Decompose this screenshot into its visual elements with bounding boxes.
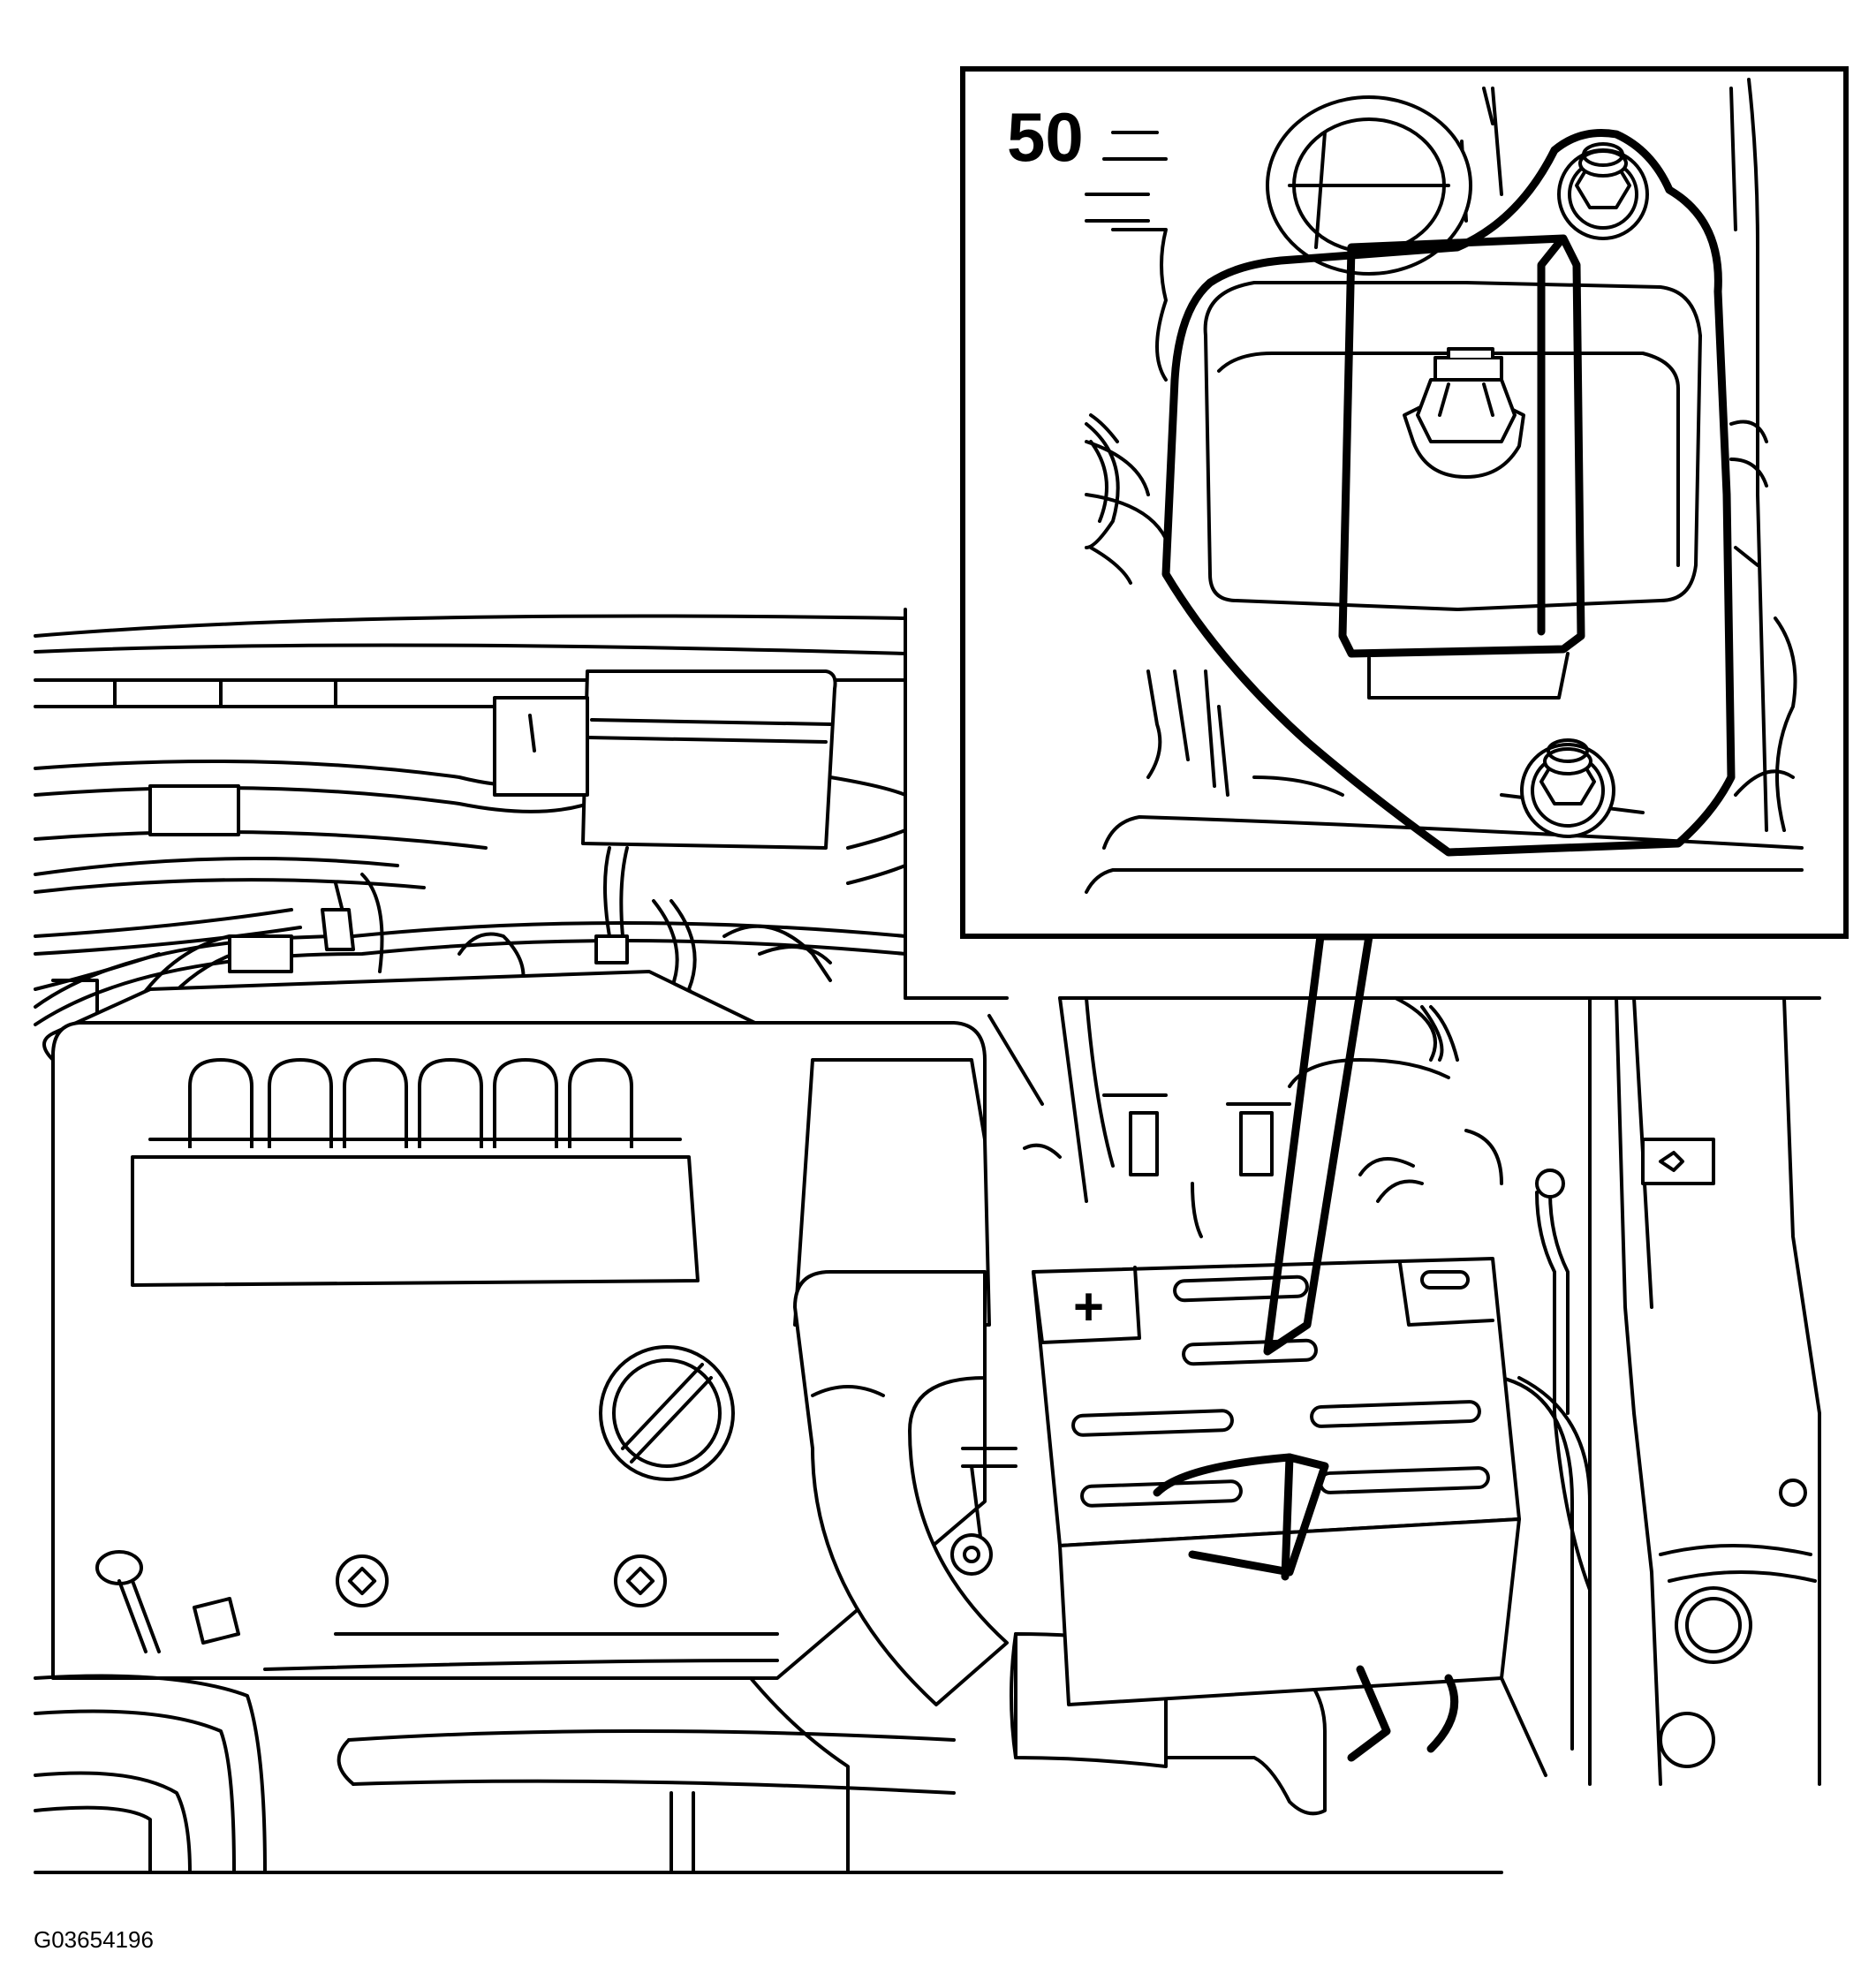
relay-module [148, 669, 837, 850]
battery: + [1032, 1257, 1521, 1762]
inset-mounting-bracket [1161, 128, 1736, 857]
center-fittings [950, 1093, 1424, 1576]
engine-cover [42, 970, 987, 1680]
inset-upper-bolt [1557, 142, 1649, 240]
cowl-lines [34, 614, 907, 991]
battery-positive-mark: + [1073, 1277, 1104, 1336]
wiring-harness [34, 846, 907, 1070]
detail-callout: 50 [960, 66, 1849, 1356]
oil-filler-cap [599, 1345, 735, 1481]
inset-strap [1338, 234, 1585, 658]
inset-center-nut [1403, 347, 1525, 479]
lower-hoses [34, 1674, 1503, 1874]
cover-ribs [188, 1058, 633, 1148]
figure-id-label: G03654196 [34, 1926, 154, 1953]
cover-screws [336, 1554, 667, 1607]
engine-bay-view: + [34, 608, 1821, 1874]
right-side-components [987, 996, 1821, 1786]
step-number-label: 50 [1007, 98, 1084, 176]
dipstick [95, 1550, 240, 1653]
inset-lower-bolt [1520, 738, 1615, 838]
inset-detail-drawing [1085, 78, 1804, 894]
